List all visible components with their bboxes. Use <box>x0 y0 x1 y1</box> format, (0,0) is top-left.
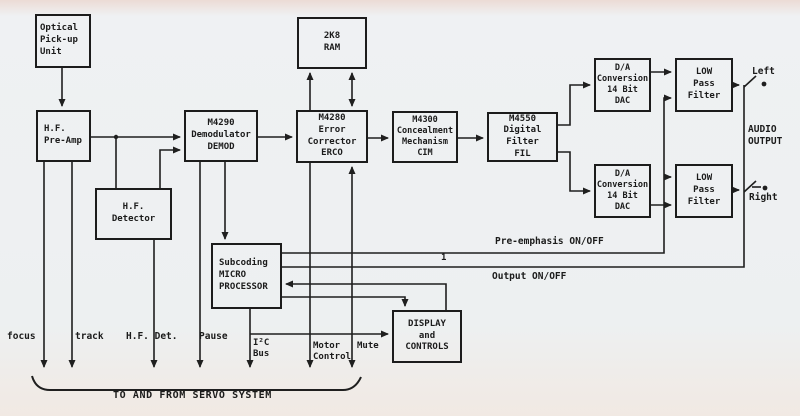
focus-label: focus <box>7 331 36 342</box>
pre-emphasis-label: Pre-emphasis ON/OFF <box>495 236 604 247</box>
mute-label: Mute <box>357 341 379 351</box>
optical-pickup-unit-box: Optical Pick-up Unit <box>35 14 91 68</box>
hf-detector-label: H.F. Detector <box>111 202 156 224</box>
switch-left <box>743 75 757 88</box>
display-controls-label: DISPLAY and CONTROLS <box>405 318 449 353</box>
ram-label: 2K8 RAM <box>323 31 341 53</box>
junction-preamp <box>113 134 119 140</box>
optical-pickup-unit-label: Optical Pick-up Unit <box>40 23 78 57</box>
hf-det-label: H.F. Det. <box>126 331 178 342</box>
lpf-right-box: LOW Pass Filter <box>675 164 733 218</box>
dac-right-label: D/A Conversion 14 Bit DAC <box>596 168 649 213</box>
dac-right-box: D/A Conversion 14 Bit DAC <box>594 164 651 218</box>
line-hfdetector-to-demod <box>159 146 181 188</box>
lpf-left-label: LOW Pass Filter <box>687 67 721 101</box>
concealment-label: M4300 Concealment Mechanism CIM <box>396 114 454 159</box>
display-controls-box: DISPLAY and CONTROLS <box>392 310 462 363</box>
error-corrector-label: M4280 Error Corrector ERCO <box>307 113 357 159</box>
dac-left-label: D/A Conversion 14 Bit DAC <box>596 62 649 107</box>
line-fil-to-dac-top <box>558 81 591 126</box>
digital-filter-label: M4550 Digital Filter FIL <box>503 113 542 159</box>
lpf-right-label: LOW Pass Filter <box>687 173 721 207</box>
hf-preamp-box: H.F. Pre-Amp <box>36 110 91 162</box>
servo-bracket <box>31 375 362 391</box>
output-onoff-label: Output ON/OFF <box>492 271 567 282</box>
tick-one-label: 1 <box>441 253 447 263</box>
hf-detector-box: H.F. Detector <box>95 188 172 240</box>
demodulator-label: M4290 Demodulator DEMOD <box>191 118 251 152</box>
line-output-onoff <box>282 85 745 268</box>
ram-box: 2K8 RAM <box>297 17 367 69</box>
servo-system-label: TO AND FROM SERVO SYSTEM <box>113 390 272 401</box>
line-fil-to-dac-bottom <box>558 151 591 195</box>
subcoding-processor-box: Subcoding MICRO PROCESSOR <box>211 243 282 309</box>
digital-filter-box: M4550 Digital Filter FIL <box>487 112 558 162</box>
hf-preamp-label: H.F. Pre-Amp <box>44 124 82 146</box>
subcoding-processor-label: Subcoding MICRO PROCESSOR <box>219 258 268 292</box>
motor-control-label: Motor Control <box>313 341 351 363</box>
pause-label: Pause <box>199 331 228 342</box>
right-channel-label: Right <box>749 192 778 203</box>
i2c-bus-label: I²C Bus <box>253 338 270 360</box>
concealment-box: M4300 Concealment Mechanism CIM <box>392 111 458 163</box>
track-label: track <box>75 331 104 342</box>
line-display-to-subcoding <box>285 280 447 310</box>
demodulator-box: M4290 Demodulator DEMOD <box>184 110 258 162</box>
switch-right <box>743 180 757 193</box>
left-channel-label: Left <box>752 66 775 77</box>
dac-left-box: D/A Conversion 14 Bit DAC <box>594 58 651 112</box>
audio-output-label: AUDIO OUTPUT <box>748 124 783 147</box>
error-corrector-box: M4280 Error Corrector ERCO <box>296 110 368 163</box>
line-subcoding-to-display <box>282 296 409 307</box>
contact-right <box>762 185 768 191</box>
contact-left <box>761 81 767 87</box>
lpf-left-box: LOW Pass Filter <box>675 58 733 112</box>
